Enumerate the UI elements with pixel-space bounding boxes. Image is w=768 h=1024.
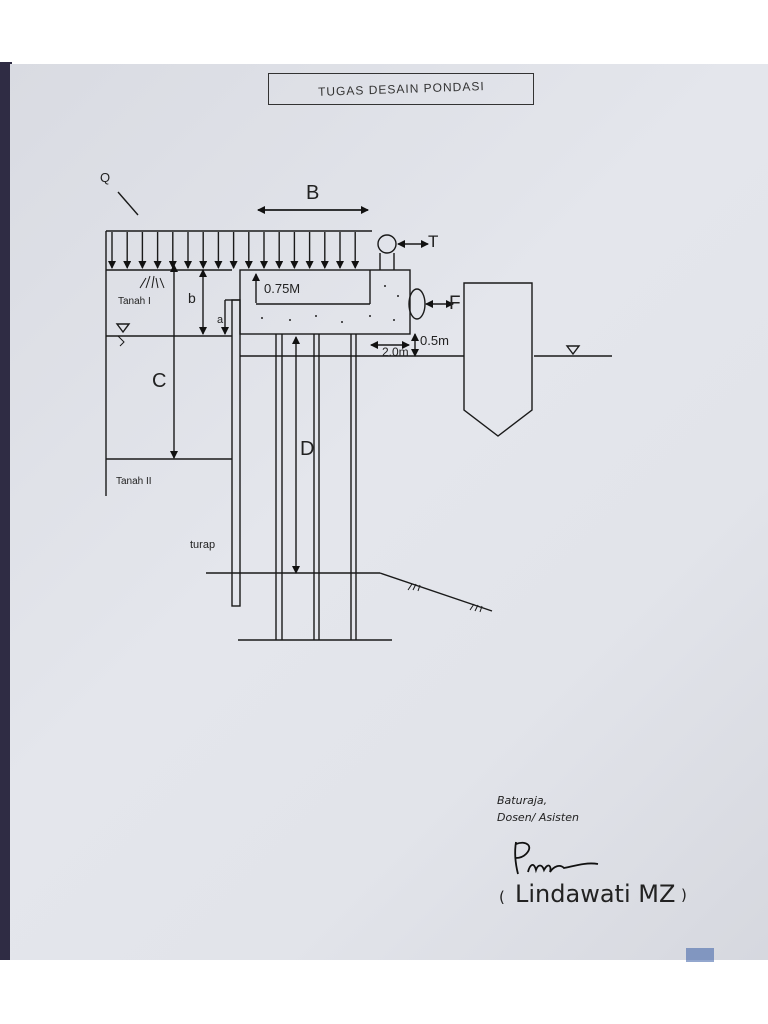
water-symbol-left: [115, 323, 131, 334]
signature-city: Baturaja,: [497, 794, 548, 807]
force-ellipse: [408, 288, 426, 320]
signature-paren-close: ): [681, 886, 687, 904]
blue-corner-mark: [686, 948, 714, 962]
slope-hatch-1: [407, 583, 421, 592]
label-soil-1: Tanah I: [118, 296, 151, 307]
label-slab: 0.75M: [264, 281, 301, 296]
thrust-circle: [377, 234, 397, 254]
label-ledge: 0.5m: [420, 333, 449, 348]
water-ripple-left: [117, 335, 125, 347]
pile-cap: [239, 269, 411, 335]
signature-name: Lindawati MZ: [515, 880, 676, 908]
photo-edge-shadow: [0, 62, 12, 960]
label-soil-2: Tanah II: [116, 476, 152, 487]
label-thrust: T: [428, 232, 439, 251]
pile-cap-texture: [261, 285, 399, 323]
slope-line: [379, 572, 493, 612]
label-dim-d: D: [300, 438, 315, 460]
handwritten-signature: [514, 841, 599, 875]
label-dim-a: a: [217, 314, 224, 326]
label-offset: 2.0m: [382, 345, 409, 359]
water-symbol-right: [565, 345, 581, 356]
signature-paren-open: (: [499, 888, 505, 906]
title-box: TUGAS DESAIN PONDASI: [268, 73, 534, 105]
label-dim-c: C: [152, 370, 167, 392]
soil-hatch: [139, 275, 165, 289]
sheet-pile: [231, 299, 241, 607]
label-dim-b: b: [188, 290, 196, 306]
slope-hatch-2: [469, 603, 483, 613]
label-width: B: [306, 182, 320, 204]
vessel: [463, 282, 533, 437]
distributed-load-arrows: [108, 232, 360, 269]
label-force: F: [449, 293, 461, 314]
label-sheet-pile: turap: [190, 539, 216, 551]
load-indicator-line: [117, 191, 139, 216]
signature-role: Dosen/ Asisten: [497, 811, 579, 824]
label-load: Q: [100, 170, 111, 185]
